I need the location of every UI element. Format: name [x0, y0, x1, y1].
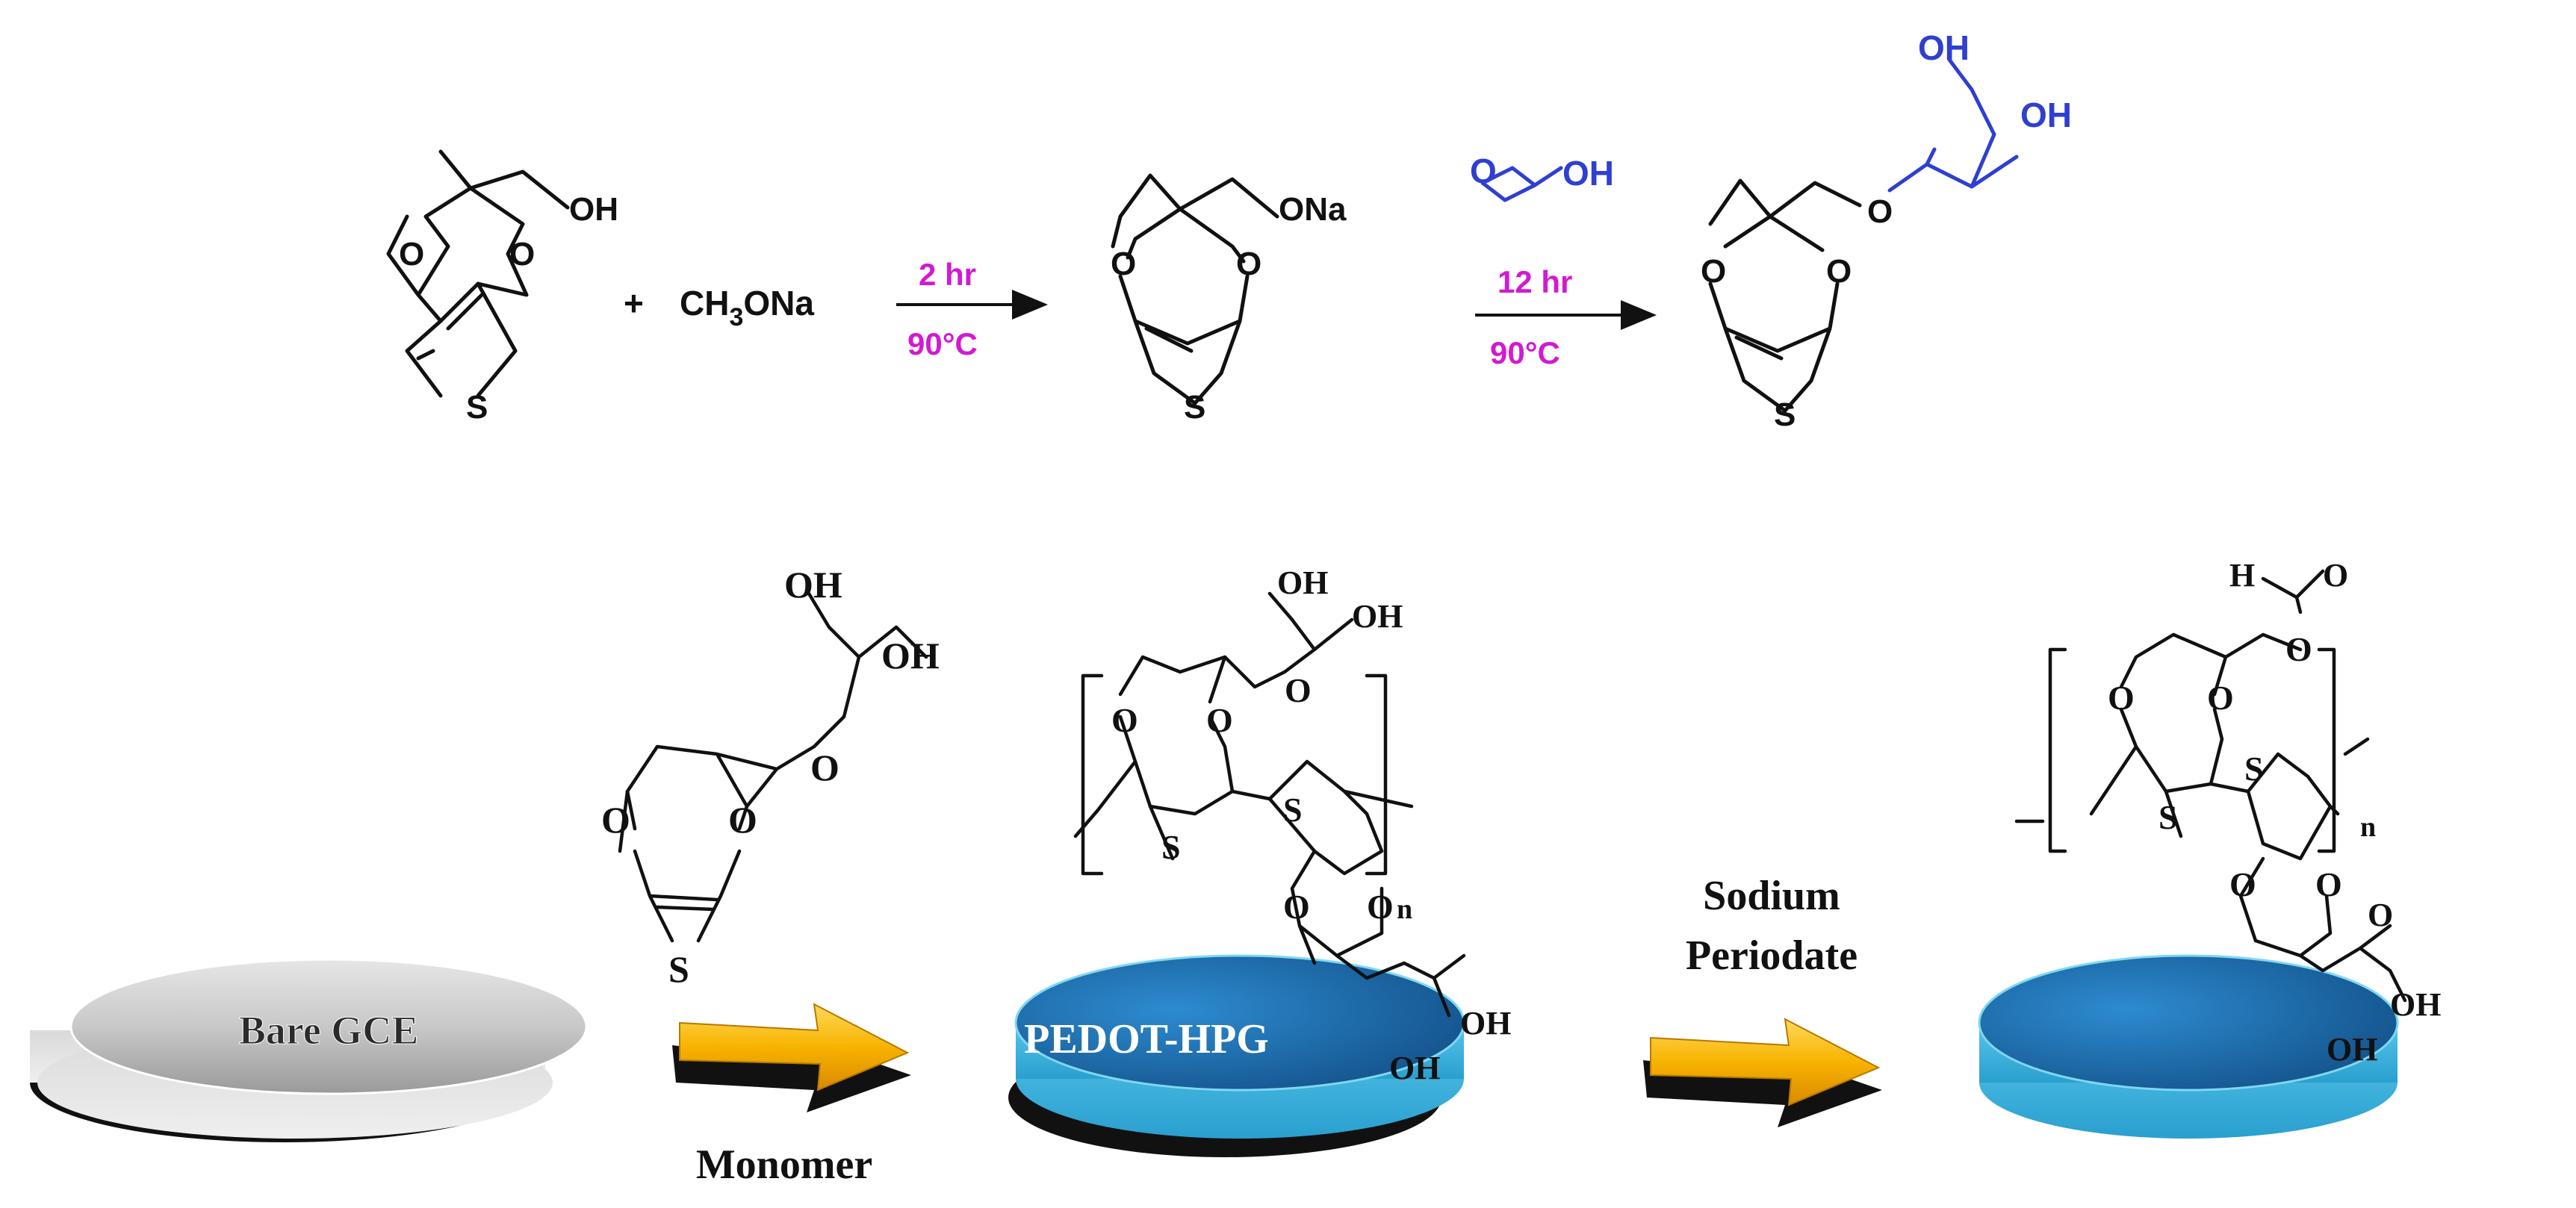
plus-sign: +	[624, 284, 644, 323]
ring-sulfur-2: S	[2244, 750, 2264, 788]
top-scheme: O O S OH + CH3ONa 2 hr 90°C O O S ONa	[386, 28, 2072, 433]
step1-temperature: 90°C	[907, 326, 978, 361]
monomer-structure: OH OH O O O S	[601, 564, 940, 990]
ring-oxygen-right: O	[1826, 253, 1852, 290]
product-hydroxyl-right: OH	[2020, 96, 2072, 134]
surface-hydroxyl-bottom: OH	[1389, 1050, 1440, 1086]
ether-oxygen: O	[810, 747, 839, 788]
bottom-scheme: Bare GCE OH OH O O O S Monomer PEDOT-HPG	[30, 557, 2441, 1188]
pedot-hpg-electrode: PEDOT-HPG	[1008, 954, 1465, 1157]
electropolymerization-arrow: Monomer	[672, 1003, 911, 1188]
surface-hydroxyl-right: OH	[2390, 986, 2441, 1023]
monomer-hydroxyl-top: OH	[784, 564, 842, 605]
ring-oxygen-2: O	[2207, 679, 2234, 717]
product-hydroxy-propyl-edot: O O S O OH OH	[1701, 28, 2072, 433]
ring-oxygen-right: O	[1236, 246, 1261, 282]
ring-oxygen-1: O	[2108, 679, 2135, 717]
ring-oxygen-3: O	[1283, 888, 1310, 926]
oxidized-electrode	[1978, 954, 2399, 1139]
repeat-unit-n: n	[1397, 894, 1412, 925]
intermediate-sodium-alkoxide: O O S ONa	[1111, 173, 1347, 426]
step2-time: 12 hr	[1498, 264, 1572, 299]
polymer-hydroxyl-right: OH	[1352, 598, 1403, 635]
ring-oxygen-left: O	[1111, 246, 1136, 282]
surface-hydroxyl-right: OH	[1460, 1005, 1511, 1042]
surface-hydroxyl-bottom: OH	[2327, 1031, 2377, 1068]
ring-sulfur: S	[1774, 396, 1796, 433]
ring-sulfur: S	[1184, 389, 1205, 426]
ring-oxygen-1: O	[1111, 701, 1138, 739]
product-hydroxyl-top: OH	[1918, 28, 1970, 67]
alkoxide-label: ONa	[1279, 191, 1347, 228]
pedot-hpg-polymer: OH OH O O O S S O O n OH OH	[1073, 564, 1511, 1086]
ring-sulfur-2: S	[1283, 791, 1303, 829]
bare-gce-electrode: Bare GCE	[30, 958, 588, 1142]
ether-oxygen: O	[1285, 671, 1312, 709]
bare-gce-label: Bare GCE	[239, 1008, 419, 1053]
reaction-arrow-step1: 2 hr 90°C	[896, 257, 1048, 361]
repeat-unit-n: n	[2360, 812, 2376, 843]
reactant-hydroxymethyl-edot: O O S OH	[386, 149, 618, 426]
ring-oxygen-left: O	[1701, 253, 1726, 290]
monomer-label: Monomer	[696, 1142, 872, 1188]
ring-oxygen-4: O	[1367, 888, 1394, 926]
aldehyde-hydrogen: H	[2229, 557, 2255, 594]
oxidant-label-line2: Periodate	[1686, 933, 1857, 979]
ring-sulfur: S	[668, 948, 689, 990]
ring-oxygen-3: O	[2229, 865, 2256, 903]
ring-oxygen-2: O	[1206, 701, 1233, 739]
ring-oxygen-4: O	[2315, 865, 2342, 903]
ring-sulfur-1: S	[1161, 828, 1181, 866]
ether-oxygen: O	[1867, 193, 1893, 230]
monomer-hydroxyl-right: OH	[881, 635, 940, 676]
ring-oxygen-left: O	[399, 236, 424, 273]
polymer-hydroxyl-top: OH	[1277, 564, 1328, 601]
oxidant-label-line1: Sodium	[1703, 873, 1840, 919]
ether-oxygen-2: O	[2368, 897, 2393, 933]
ring-sulfur-1: S	[2158, 798, 2178, 836]
aldehyde-oxygen: O	[2323, 557, 2348, 594]
hydroxyl-label: OH	[569, 191, 618, 228]
glycidol-hydroxyl: OH	[1562, 154, 1614, 193]
ring-oxygen-right: O	[509, 236, 535, 273]
reaction-arrow-step2: O OH 12 hr 90°C	[1470, 152, 1657, 370]
pedot-hpg-label: PEDOT-HPG	[1024, 1016, 1269, 1062]
ether-oxygen: O	[2285, 630, 2312, 668]
step2-temperature: 90°C	[1490, 335, 1560, 370]
ring-oxygen-left: O	[601, 799, 630, 841]
reagent-sodium-methoxide: CH3ONa	[680, 284, 814, 331]
oxidation-arrow: Sodium Periodate	[1643, 873, 1882, 1127]
aldehyde-polymer: H O O O O S S O O n O OH OH	[2014, 557, 2441, 1068]
epoxide-oxygen: O	[1470, 152, 1497, 190]
ring-oxygen-right: O	[728, 799, 757, 841]
ring-sulfur: S	[466, 389, 488, 426]
step1-time: 2 hr	[919, 257, 976, 292]
